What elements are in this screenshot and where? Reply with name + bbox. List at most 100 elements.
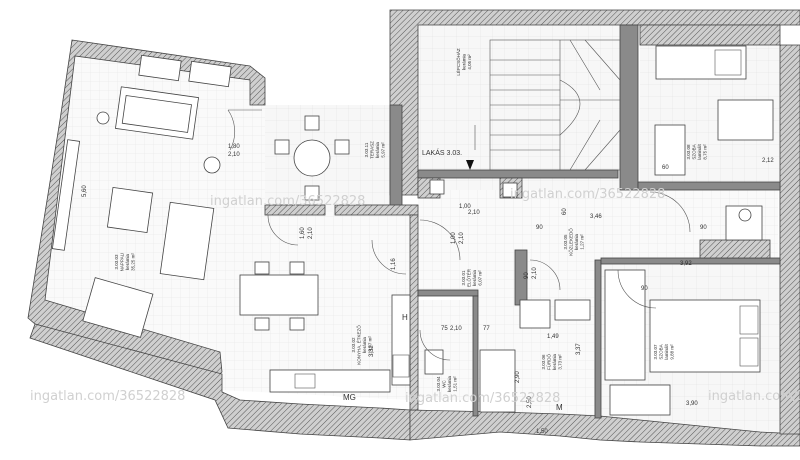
room-label-line: laminált (664, 344, 669, 360)
room-label-line: TERASZ (370, 141, 375, 159)
window-seat-1 (717, 99, 774, 141)
room-label-furdo: 3.03.06FÜRDŐkerámia3,73 m² (541, 354, 563, 371)
wall-terrace-right (389, 104, 403, 213)
bed-1 (655, 45, 747, 80)
door-living-1 (267, 214, 299, 246)
dimension-d9: 2,12 (762, 158, 774, 164)
terrace-table (274, 115, 350, 201)
dimension-d20: 2,10 (308, 227, 314, 239)
dimension-d2: 2,10 (228, 152, 240, 158)
hood-label: H (402, 313, 408, 322)
plant (203, 156, 221, 174)
dimension-d11: 90 (641, 286, 648, 292)
wall-terrace-bottom (264, 204, 326, 216)
room-label-line: 35,25 m² (131, 253, 136, 271)
dimension-d10: 60 (662, 165, 669, 171)
watermark: ingatlan.com/36522828 (210, 194, 365, 209)
door-terrace (227, 109, 262, 151)
watermark: ingatlan.com/36522828 (510, 187, 665, 202)
bed-2 (649, 299, 761, 373)
room-label-line: kerámia (552, 354, 557, 371)
wall-col4 (699, 239, 771, 259)
room-label-line: WC (442, 380, 447, 388)
room-label-line: 1,51 m² (453, 376, 458, 392)
room-label-terasz: 3.03.11TERASZkerámia5,97 m² (364, 141, 386, 159)
room-label-wc: 3.03.04WCkerámia1,51 m² (436, 376, 458, 393)
desk-chair (738, 208, 752, 222)
coffee-table (106, 186, 154, 234)
outer-wall-left (27, 39, 266, 379)
wall-bath-right (594, 259, 602, 419)
dimension-d16: 1,16 (391, 258, 397, 270)
room-label-line: SZOBA (692, 144, 697, 159)
wall-hall-1 (417, 169, 619, 179)
room-label-line: 6,07 m² (478, 270, 483, 286)
room-label-lepcsohaz: LÉPCSŐHÁZkerámia4,05 m² (455, 48, 472, 76)
floor-stair (418, 25, 638, 190)
terrace-planter-left (82, 277, 154, 338)
wall-terrace-bottom-2 (334, 204, 419, 216)
sofa (115, 86, 199, 140)
shoe-rack (429, 179, 445, 195)
outer-wall-bottom-right (409, 409, 800, 447)
room1-wall-top (639, 24, 781, 46)
room-label-line: 3.03.05 (563, 234, 568, 250)
dimension-d29: 90 (524, 272, 530, 279)
room-label-line: SZOBA (659, 344, 664, 359)
window-seat-2 (609, 384, 671, 416)
room-label-line: kerámia (362, 337, 367, 354)
dimension-d1: 1,80 (228, 144, 240, 150)
room-label-line: NAPPALI (120, 253, 125, 272)
room-label-line: 3.03.02 (351, 337, 356, 353)
door-kitchen (371, 239, 407, 275)
mosogep-label: M (556, 403, 563, 412)
door-bath (529, 259, 561, 291)
dimension-d24: 3,32 (369, 345, 375, 357)
door-wc (419, 329, 451, 361)
dimension-d13: 1,49 (547, 334, 559, 340)
washbasin (554, 299, 591, 321)
room-label-line: kerámia (574, 234, 579, 251)
sofa-2 (159, 201, 215, 281)
wall-bath-left (472, 295, 479, 417)
tv-unit (51, 139, 81, 251)
room-label-line: 9,88 m² (670, 344, 675, 360)
door-room2 (617, 269, 657, 309)
shower (519, 299, 551, 329)
watermark: ingatlan.com/36522828 (405, 391, 560, 406)
room-label-line: 3.03.07 (653, 344, 658, 360)
room-label-line: kerámia (447, 376, 452, 393)
room-label-line: 8,75 m² (703, 144, 708, 160)
dimension-d26: 2,50 (527, 396, 533, 408)
room-label-line: KÖZLEKEDŐ (568, 228, 574, 256)
dimension-d14: 3,37 (576, 343, 582, 355)
entrance-marker: LAKÁS 3.03. (422, 148, 474, 170)
room-label-line: KONYHA, ÉTKEZŐ (356, 325, 362, 365)
dimension-d12: 77 (483, 326, 490, 332)
bathtub (479, 349, 516, 413)
room-label-line: 4,05 m² (467, 54, 472, 70)
room-label-line: kerámia (125, 254, 130, 271)
dimension-d3: 1,00 (459, 204, 471, 210)
dimension-d6: 90 (700, 225, 707, 231)
wardrobe-1 (654, 124, 686, 176)
room-label-line: 3.03.06 (541, 354, 546, 370)
room-label-line: FÜRDŐ (546, 354, 552, 370)
room-label-nappali: 3.03.03NAPPALIkerámia35,25 m² (114, 253, 136, 272)
outer-wall-right (779, 44, 800, 435)
dimension-d27: 1,50 (536, 429, 548, 435)
staircase (489, 39, 621, 171)
room-label-line: 3.03.08 (686, 144, 691, 160)
radiator-top (138, 54, 232, 88)
dimension-d21: 5,60 (82, 185, 88, 197)
dimension-d8: 3,92 (680, 261, 692, 267)
room-label-szoba1: 3.03.08SZOBAlaminált8,75 m² (686, 144, 708, 160)
room-label-line: 3.03.04 (436, 376, 441, 392)
dimension-d5: 90 (536, 225, 543, 231)
dimension-d19: 1,60 (300, 227, 306, 239)
lamp (96, 111, 110, 125)
boiler (502, 182, 518, 198)
dining-table (239, 261, 319, 331)
